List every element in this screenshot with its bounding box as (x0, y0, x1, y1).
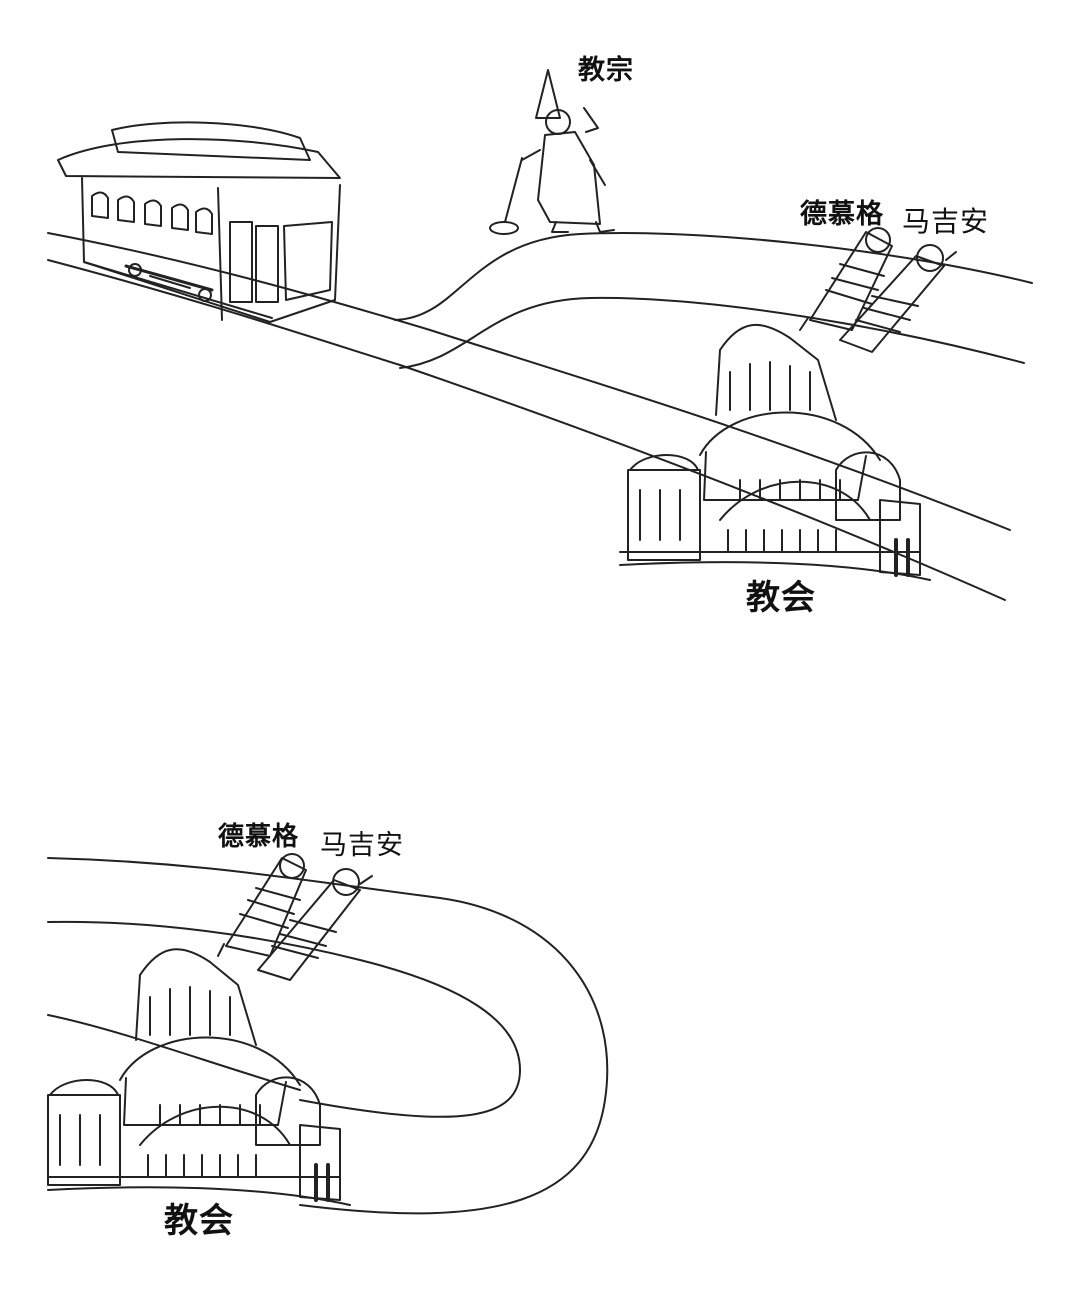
trolley (57, 121, 341, 323)
top-track-branch (394, 232, 1033, 369)
bottom-person-a-label: 德慕格 (218, 822, 300, 852)
top-tied-people (799, 227, 957, 353)
bottom-tied-people (217, 853, 373, 981)
top-track-main (47, 232, 1011, 601)
bottom-track-outer (47, 857, 609, 1215)
pope-figure (489, 69, 615, 235)
bottom-track-inner (47, 920, 521, 1118)
top-church-label: 教会 (746, 578, 816, 618)
bottom-track-lower (47, 1014, 301, 1091)
top-church (619, 323, 931, 581)
bottom-church-label: 教会 (164, 1201, 234, 1241)
bottom-person-b-label: 马吉安 (320, 830, 404, 861)
top-person-b-label: 马吉安 (902, 205, 990, 238)
top-person-a-label: 德慕格 (800, 199, 884, 230)
pope-label: 教宗 (578, 55, 634, 86)
bottom-church (47, 948, 351, 1206)
